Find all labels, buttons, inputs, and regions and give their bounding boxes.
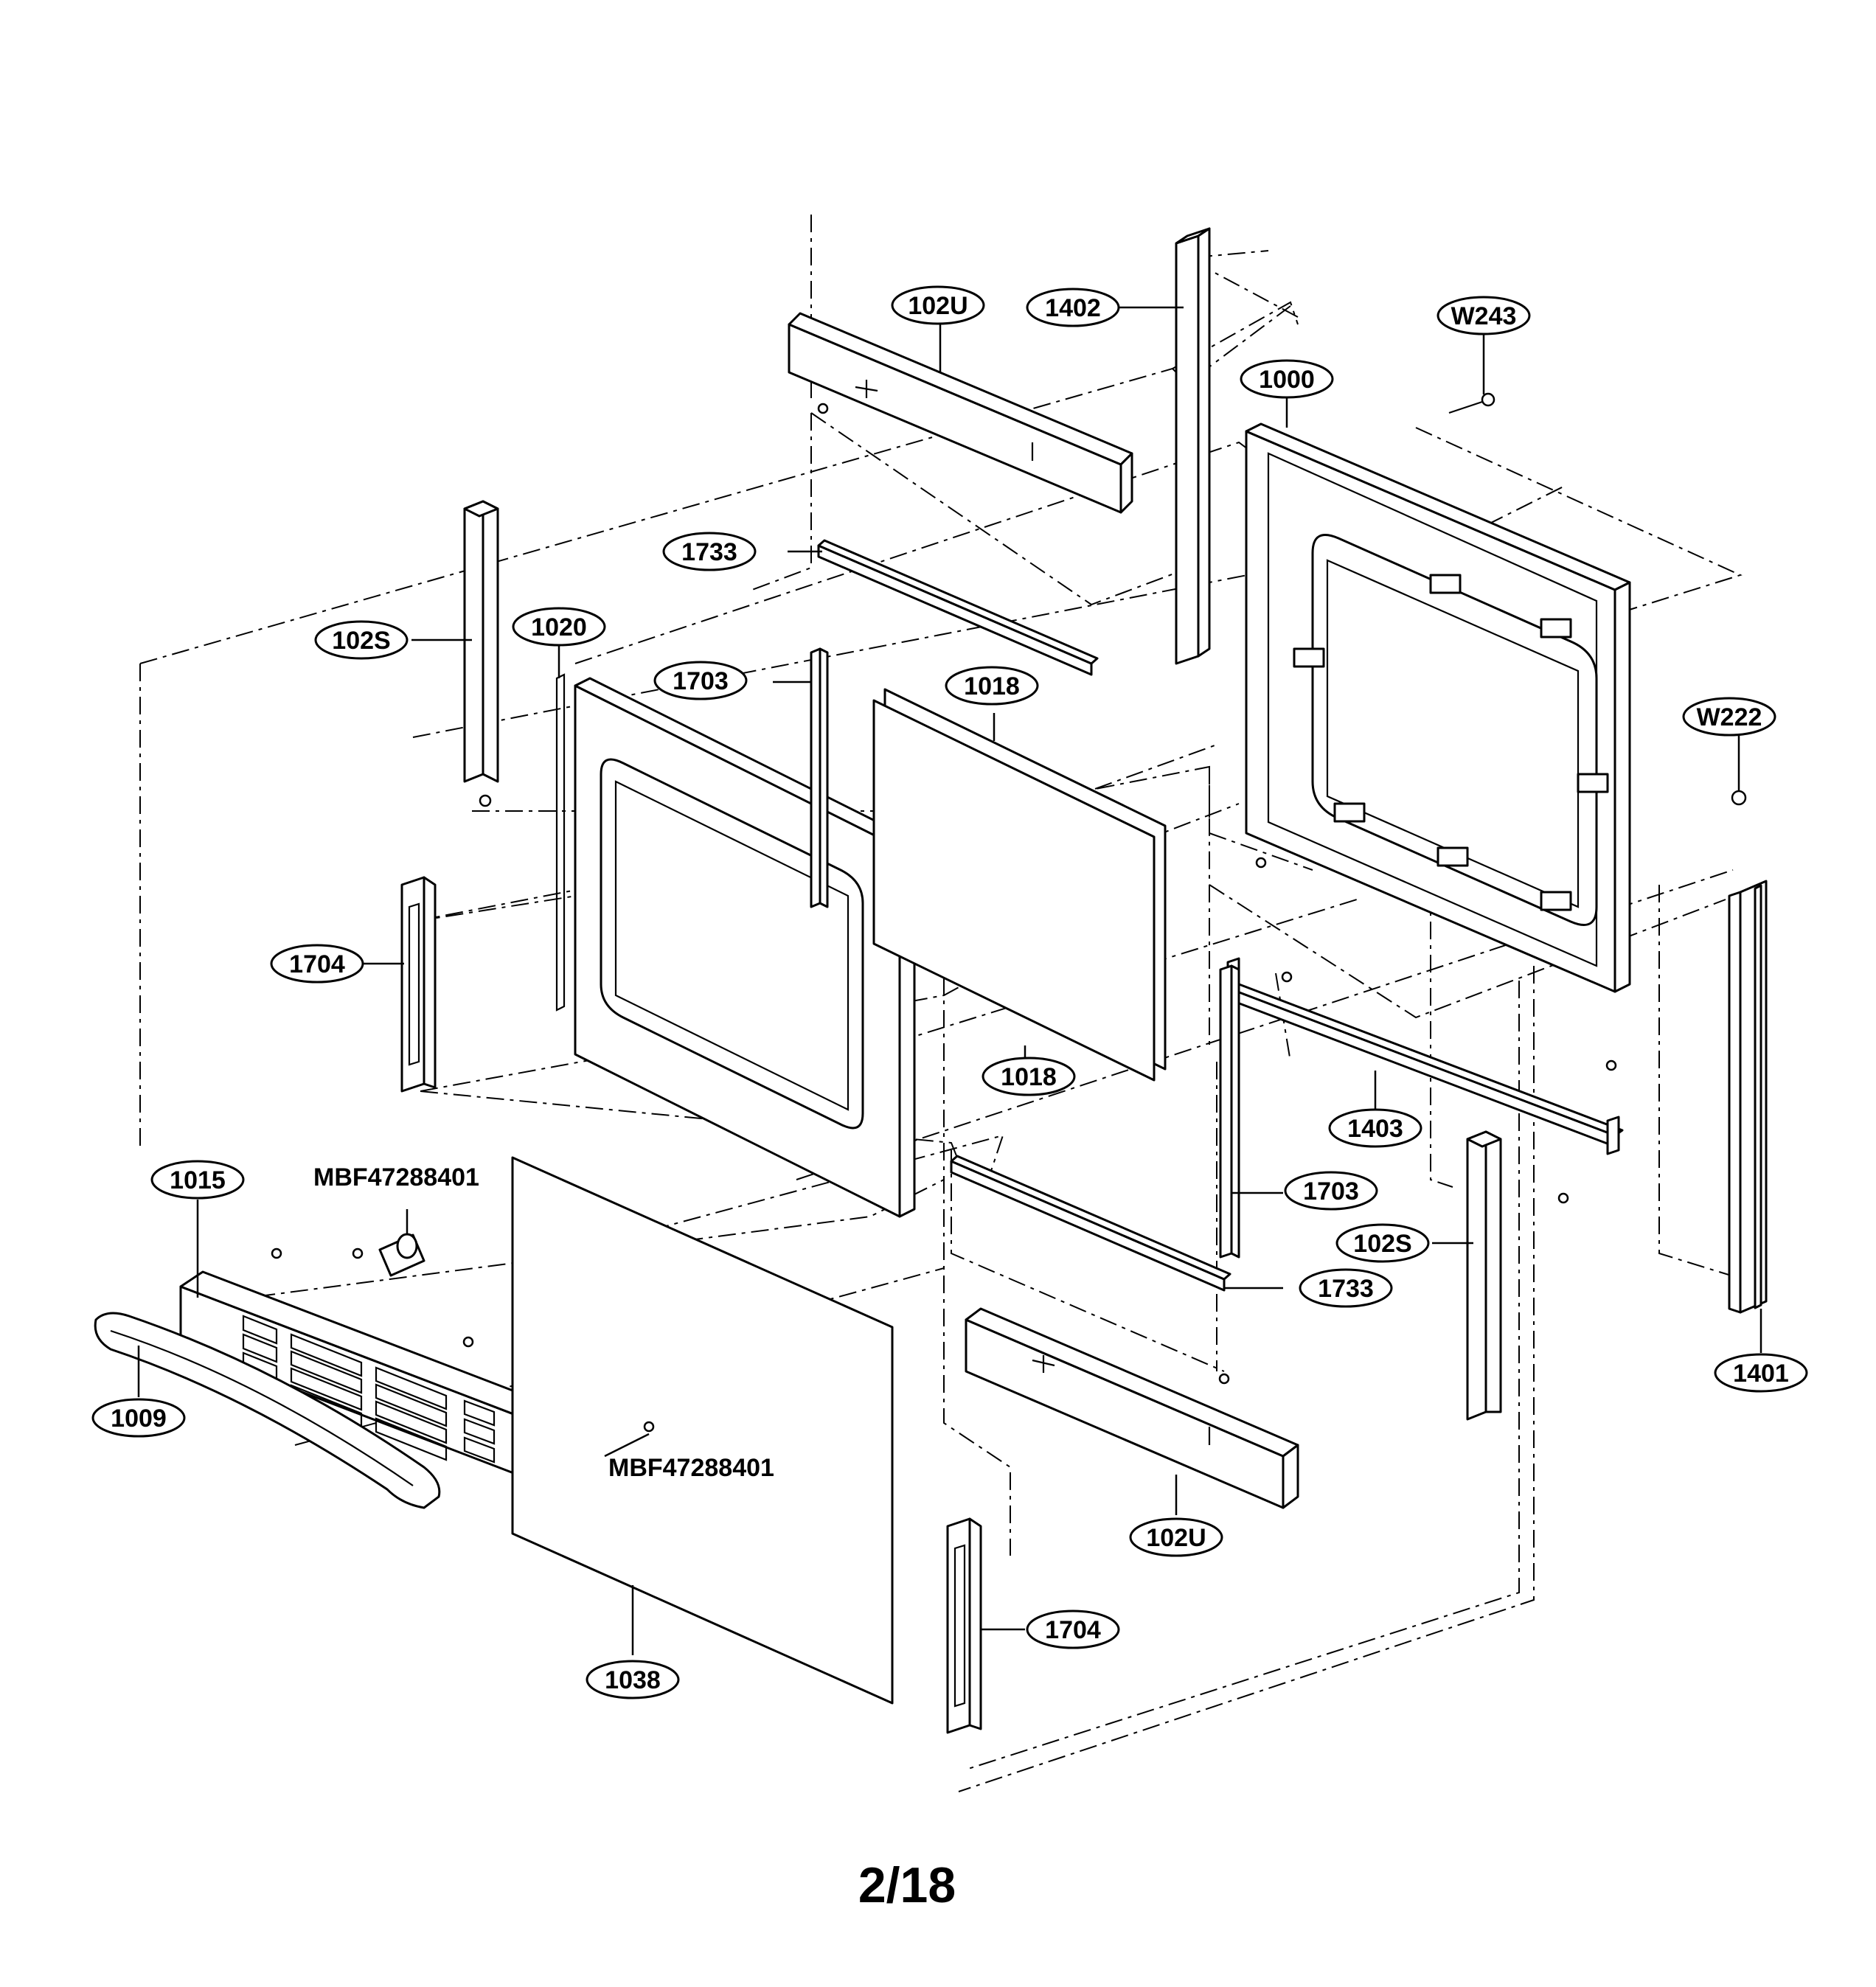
part-1038-outer-glass bbox=[511, 1156, 894, 1705]
part-1020-door-frame bbox=[555, 673, 916, 1218]
callout-1403: 1403 bbox=[1328, 1108, 1422, 1148]
callout-label: 1403 bbox=[1347, 1115, 1403, 1143]
callout-1009: 1009 bbox=[91, 1398, 186, 1438]
part-1403-bracket bbox=[1226, 957, 1624, 1155]
callout-1015: 1015 bbox=[150, 1160, 245, 1200]
part-102s-right-trim bbox=[1466, 1130, 1502, 1421]
callout-label: 1020 bbox=[531, 613, 587, 641]
part-1703-bottom-channel bbox=[1219, 964, 1240, 1259]
callout-label: 1704 bbox=[289, 950, 345, 978]
callout-1733-top: 1733 bbox=[662, 532, 757, 571]
callout-label: W222 bbox=[1697, 703, 1762, 731]
callout-label: 1038 bbox=[605, 1666, 661, 1694]
part-1402-bracket bbox=[1175, 227, 1211, 665]
callout-1703-top: 1703 bbox=[653, 661, 748, 700]
callout-102s-right: 102S bbox=[1335, 1223, 1430, 1263]
part-1704-left-hinge bbox=[400, 876, 437, 1093]
part-1733-bottom-rail bbox=[950, 1155, 1231, 1292]
part-1401-trim bbox=[1728, 880, 1768, 1314]
callout-label: 1733 bbox=[1318, 1275, 1374, 1303]
callout-label: 1703 bbox=[1303, 1177, 1359, 1205]
callout-label: 1704 bbox=[1045, 1616, 1101, 1644]
part-1018-glass-panels bbox=[872, 688, 1167, 1082]
leader-lines bbox=[137, 306, 1762, 1655]
part-1703-top-channel bbox=[810, 647, 829, 908]
callout-label: 102S bbox=[332, 627, 390, 655]
callout-label: 1000 bbox=[1259, 366, 1315, 394]
part-1000-inner-door-frame bbox=[1245, 422, 1631, 993]
callout-1733-bottom: 1733 bbox=[1299, 1268, 1393, 1308]
callout-1401: 1401 bbox=[1714, 1353, 1808, 1393]
callout-w222: W222 bbox=[1682, 697, 1776, 737]
callout-1020: 1020 bbox=[512, 607, 606, 647]
screws bbox=[271, 403, 1617, 1433]
callout-label: 1401 bbox=[1733, 1360, 1789, 1388]
part-1009-handle bbox=[94, 1312, 441, 1509]
part-number-label-bottom: MBF47288401 bbox=[608, 1454, 774, 1482]
callout-1038: 1038 bbox=[586, 1660, 680, 1699]
callout-1402: 1402 bbox=[1026, 288, 1120, 327]
callout-label: 1018 bbox=[964, 672, 1020, 700]
callout-1018-bottom: 1018 bbox=[982, 1057, 1076, 1096]
part-102u-bottom-trim bbox=[965, 1307, 1299, 1509]
callout-1704-left: 1704 bbox=[270, 944, 364, 984]
callout-label: 102U bbox=[908, 292, 967, 320]
callout-1018-top: 1018 bbox=[945, 666, 1039, 706]
part-w222-screw bbox=[1731, 790, 1747, 806]
callout-label: 1703 bbox=[673, 667, 729, 695]
part-1704-bottom-hinge bbox=[946, 1517, 982, 1734]
callout-label: 1018 bbox=[1001, 1063, 1057, 1091]
callout-label: 1733 bbox=[681, 538, 737, 566]
callout-w243: W243 bbox=[1436, 296, 1531, 335]
callout-102s-left: 102S bbox=[314, 620, 409, 660]
callout-label: W243 bbox=[1451, 302, 1517, 330]
callout-label: 1402 bbox=[1045, 294, 1101, 322]
part-102u-top-trim bbox=[788, 312, 1133, 514]
callout-102u-bottom: 102U bbox=[1129, 1517, 1223, 1557]
page-number: 2/18 bbox=[858, 1857, 956, 1913]
callout-102u-top: 102U bbox=[891, 285, 985, 325]
part-1733-top-rail bbox=[817, 539, 1099, 676]
part-number-label-top: MBF47288401 bbox=[313, 1163, 479, 1191]
callout-label: 102U bbox=[1146, 1524, 1206, 1552]
callout-label: 102S bbox=[1353, 1230, 1411, 1258]
callout-1704-bottom: 1704 bbox=[1026, 1610, 1120, 1649]
part-mbf47288401-standoff-top bbox=[378, 1233, 425, 1277]
callout-1000: 1000 bbox=[1240, 359, 1334, 399]
callout-label: 1015 bbox=[170, 1166, 226, 1194]
callout-label: 1009 bbox=[111, 1405, 167, 1433]
part-w243-screw bbox=[1448, 392, 1495, 414]
part-102s-left-trim bbox=[463, 500, 499, 807]
callout-1703-bottom: 1703 bbox=[1284, 1171, 1378, 1211]
